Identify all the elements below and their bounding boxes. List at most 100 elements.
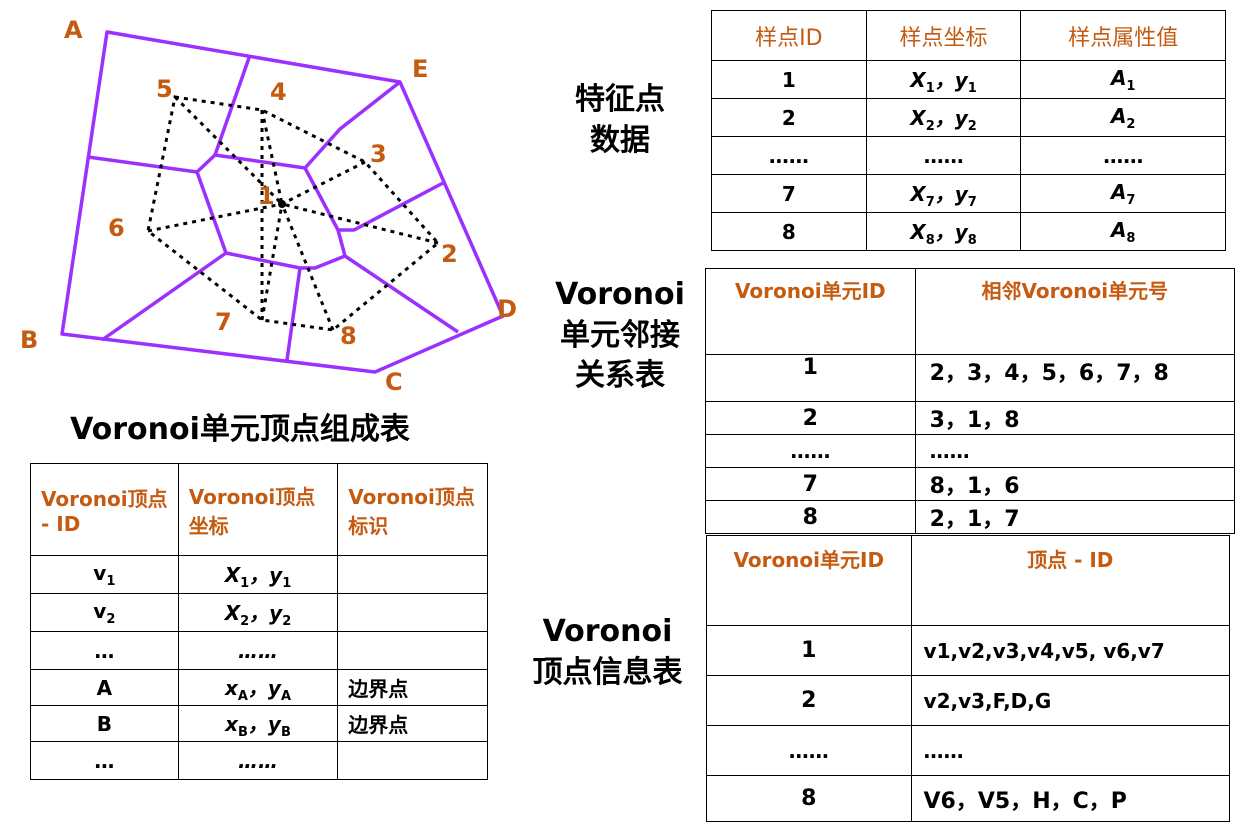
cell-edge: [285, 267, 302, 361]
table-row: …… …… ……: [711, 136, 1226, 175]
site-label-2: 2: [441, 240, 458, 268]
cell-edge: [87, 80, 402, 174]
table-row: 1 X1，y1 A1: [711, 60, 1226, 99]
table-cell: [337, 555, 488, 594]
adjacency-title-line3: 关系表: [575, 358, 665, 393]
boundary-label-a: A: [64, 16, 83, 44]
site-label-5: 5: [156, 75, 173, 103]
table-cell: 8: [706, 775, 912, 822]
site-label-6: 6: [108, 214, 125, 242]
table-cell: ……: [1020, 136, 1226, 175]
table-row: 2 3，1，8: [705, 401, 1236, 435]
cell-edge: [100, 251, 228, 342]
table-row: v1 X1，y1: [30, 555, 488, 594]
table-cell: ……: [705, 434, 916, 468]
site-labels: 1 2 3 4 5 6 7 8: [108, 75, 458, 350]
delaunay-hull: [146, 95, 441, 332]
table-header-cell: Voronoi单元ID: [706, 535, 912, 626]
table-header-row: 样点ID 样点坐标 样点属性值: [711, 10, 1226, 61]
table-cell: v1,v2,v3,v4,v5, v6,v7: [910, 625, 1231, 676]
table-row: … ……: [30, 631, 488, 670]
table-cell: 2: [711, 98, 867, 137]
table-cell: X8，y8: [865, 212, 1022, 251]
table-header-cell: Voronoi顶点标识: [337, 463, 488, 556]
table-cell: 2，1，7: [914, 500, 1236, 534]
vertex-info-title-line1: Voronoi: [542, 614, 673, 649]
vertex-info-table: Voronoi单元ID 顶点 - ID 1 v1,v2,v3,v4,v5, v6…: [706, 535, 1231, 822]
table-cell: 2: [706, 675, 912, 726]
table-cell: B: [30, 705, 179, 742]
table-cell: xB，yB: [177, 705, 339, 742]
table-cell: 8: [711, 212, 867, 251]
table-cell: A1: [1020, 60, 1226, 99]
delaunay-edge: [173, 95, 284, 206]
table-cell: 2，3，4，5，6，7，8: [914, 354, 1236, 402]
table-cell: X2，y2: [177, 593, 339, 632]
table-row: 2 X2，y2 A2: [711, 98, 1226, 137]
table-row: 7 8，1，6: [705, 467, 1236, 501]
table-cell: 7: [711, 174, 867, 213]
table-cell: A7: [1020, 174, 1226, 213]
table-row: 8 2，1，7: [705, 500, 1236, 534]
delaunay-edges: [146, 95, 441, 332]
table-cell: v2,v3,F,D,G: [910, 675, 1231, 726]
voronoi-cell-edges: [60, 30, 505, 374]
table-row: 7 X7，y7 A7: [711, 174, 1226, 213]
table-cell: ……: [910, 725, 1231, 776]
table-row: …… ……: [706, 725, 1231, 776]
table-row: A xA，yA 边界点: [30, 669, 488, 706]
table-cell: A: [30, 669, 179, 706]
table-header-cell: 样点ID: [711, 10, 867, 61]
vertex-composition-table: Voronoi顶点 - ID Voronoi顶点坐标 Voronoi顶点标识 v…: [30, 463, 488, 780]
vertex-composition-title: Voronoi单元顶点组成表: [30, 410, 450, 451]
boundary-label-b: B: [20, 326, 38, 354]
table-row: … ……: [30, 741, 488, 780]
table-cell: A2: [1020, 98, 1226, 137]
table-row: 8 X8，y8 A8: [711, 212, 1226, 251]
vertex-composition-title-text: Voronoi单元顶点组成表: [70, 412, 410, 447]
site-label-4: 4: [270, 78, 287, 106]
table-cell: xA，yA: [177, 669, 339, 706]
delaunay-edge: [281, 202, 439, 245]
boundary-label-c: C: [385, 368, 403, 396]
table-cell: ……: [711, 136, 867, 175]
table-cell: 8，1，6: [914, 467, 1236, 501]
cell-edge: [338, 181, 444, 232]
table-cell: v2: [30, 593, 179, 632]
table-cell: X1，y1: [865, 60, 1022, 99]
table-row: …… ……: [705, 434, 1236, 468]
table-cell: 7: [705, 467, 916, 501]
table-cell: 1: [711, 60, 867, 99]
table-row: 1 2，3，4，5，6，7，8: [705, 354, 1236, 402]
boundary-label-e: E: [412, 55, 428, 83]
boundary-polygon: [60, 30, 505, 374]
boundary-label-d: D: [497, 295, 517, 323]
table-header-row: Voronoi顶点 - ID Voronoi顶点坐标 Voronoi顶点标识: [30, 463, 488, 556]
table-row: v2 X2，y2: [30, 593, 488, 632]
vertex-info-title-line2: 顶点信息表: [532, 654, 683, 690]
table-cell: A8: [1020, 212, 1226, 251]
site-label-8: 8: [340, 322, 357, 350]
table-cell: 1: [706, 625, 912, 676]
table-cell: [337, 741, 488, 780]
adjacency-title-line1: Voronoi: [555, 277, 685, 312]
delaunay-edge: [281, 160, 366, 206]
table-cell: [337, 593, 488, 632]
table-cell: X1，y1: [177, 555, 339, 594]
adjacency-table: Voronoi单元ID 相邻Voronoi单元号 1 2，3，4，5，6，7，8…: [705, 268, 1236, 534]
site-label-3: 3: [370, 140, 387, 168]
table-cell: …: [30, 741, 179, 780]
table-cell: ……: [706, 725, 912, 776]
vertex-info-title: Voronoi 顶点信息表: [515, 612, 700, 693]
cell-edge: [213, 54, 252, 156]
table-header-cell: 顶点 - ID: [910, 535, 1231, 626]
table-row: 1 v1,v2,v3,v4,v5, v6,v7: [706, 625, 1231, 676]
feature-points-title: 特征点 数据: [560, 80, 680, 161]
table-header-cell: 样点坐标: [865, 10, 1022, 61]
cell-edge: [344, 254, 459, 334]
table-cell: 边界点: [337, 705, 488, 742]
table-cell: …: [30, 631, 179, 670]
table-row: 8 V6，V5，H，C，P: [706, 775, 1231, 822]
adjacency-title: Voronoi 单元邻接 关系表: [540, 275, 700, 397]
delaunay-edge: [260, 203, 284, 321]
